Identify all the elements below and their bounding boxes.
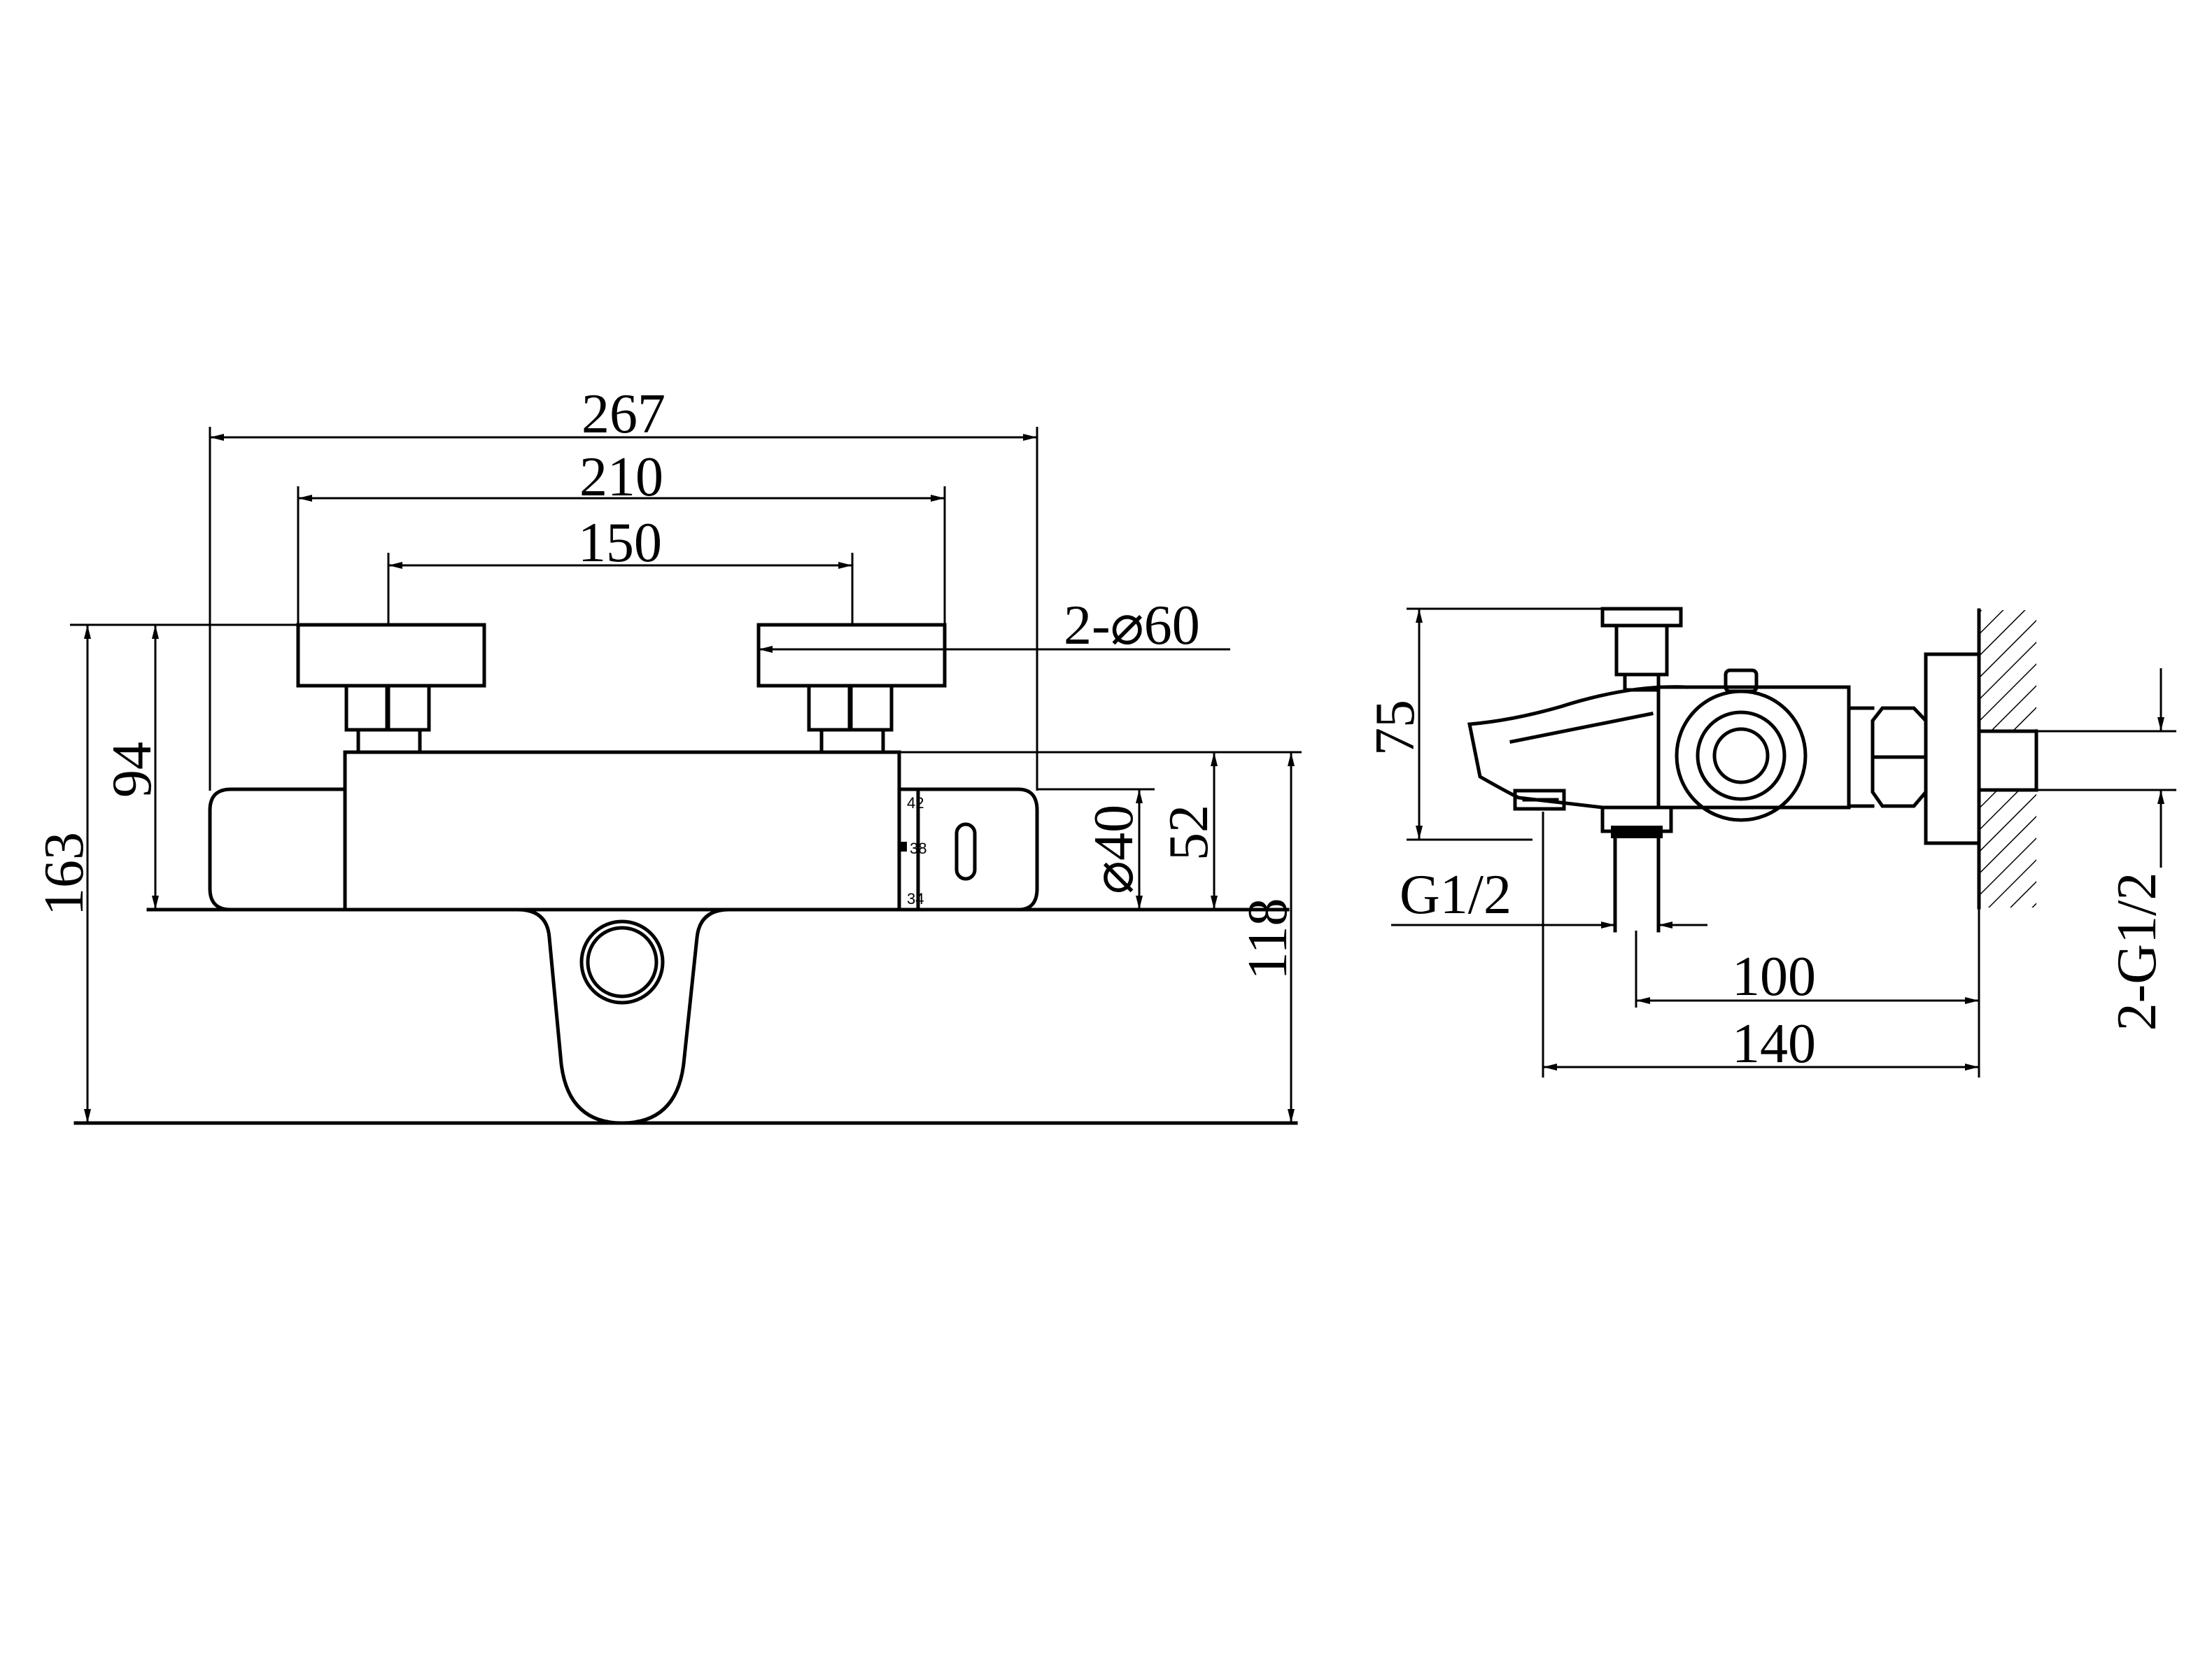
knob-indicator-slot bbox=[954, 822, 977, 881]
dim-inlet-label: G1/2 bbox=[1400, 864, 1512, 926]
side-view: 2-G1/2 G1/2 bbox=[1365, 607, 2176, 1078]
dim-163-label: 163 bbox=[34, 832, 95, 916]
dim-75-label: 75 bbox=[1365, 700, 1426, 756]
shower-outlet-thread bbox=[1611, 826, 1663, 838]
wall-pipe-opening bbox=[1979, 731, 2036, 790]
handle-cap bbox=[1724, 668, 1759, 693]
side-spout bbox=[1467, 685, 1689, 810]
front-view: 267 210 150 2-⌀60 42 bbox=[34, 383, 1302, 1125]
dim-100-label: 100 bbox=[1732, 946, 1816, 1008]
diverter-knob bbox=[1614, 623, 1669, 677]
left-handle bbox=[296, 623, 486, 688]
side-handle-hub bbox=[1712, 727, 1770, 784]
left-handle-nut bbox=[344, 684, 431, 754]
dim-handles-label: 2-⌀60 bbox=[1064, 595, 1200, 656]
right-handle-nut bbox=[807, 684, 894, 754]
dim-40-label: ⌀40 bbox=[1083, 805, 1145, 894]
spout-outlet-ring-inner bbox=[586, 926, 658, 998]
scale-marker bbox=[899, 842, 907, 852]
diverter-stem bbox=[1623, 672, 1661, 692]
dim-150-label: 150 bbox=[578, 512, 662, 574]
left-end-cap bbox=[208, 787, 347, 912]
dim-267-label: 267 bbox=[582, 383, 665, 445]
dim-outlet-label: 2-G1/2 bbox=[2106, 873, 2168, 1031]
wall-flange bbox=[1924, 652, 1981, 845]
dim-140-label: 140 bbox=[1732, 1013, 1816, 1075]
dim-118-label: 118 bbox=[1237, 898, 1299, 980]
scale-mark-top: 42 bbox=[907, 794, 924, 812]
side-body bbox=[1656, 685, 1851, 810]
spout-aerator bbox=[1513, 789, 1566, 811]
spout-contour bbox=[1509, 712, 1654, 744]
side-handle-ring-inner bbox=[1696, 710, 1787, 801]
scale-mark-mid: 38 bbox=[910, 840, 927, 857]
dim-94-label: 94 bbox=[101, 742, 163, 798]
spout-outlet-ring bbox=[579, 919, 665, 1005]
dim-210-label: 210 bbox=[579, 446, 663, 508]
dim-52-label: 52 bbox=[1158, 805, 1220, 861]
valve-body bbox=[343, 750, 901, 912]
right-handle bbox=[756, 623, 947, 688]
scale-mark-bottom: 34 bbox=[907, 890, 924, 908]
spout bbox=[146, 908, 1290, 1125]
diverter-cap bbox=[1600, 607, 1683, 628]
union-nut bbox=[1871, 706, 1928, 808]
